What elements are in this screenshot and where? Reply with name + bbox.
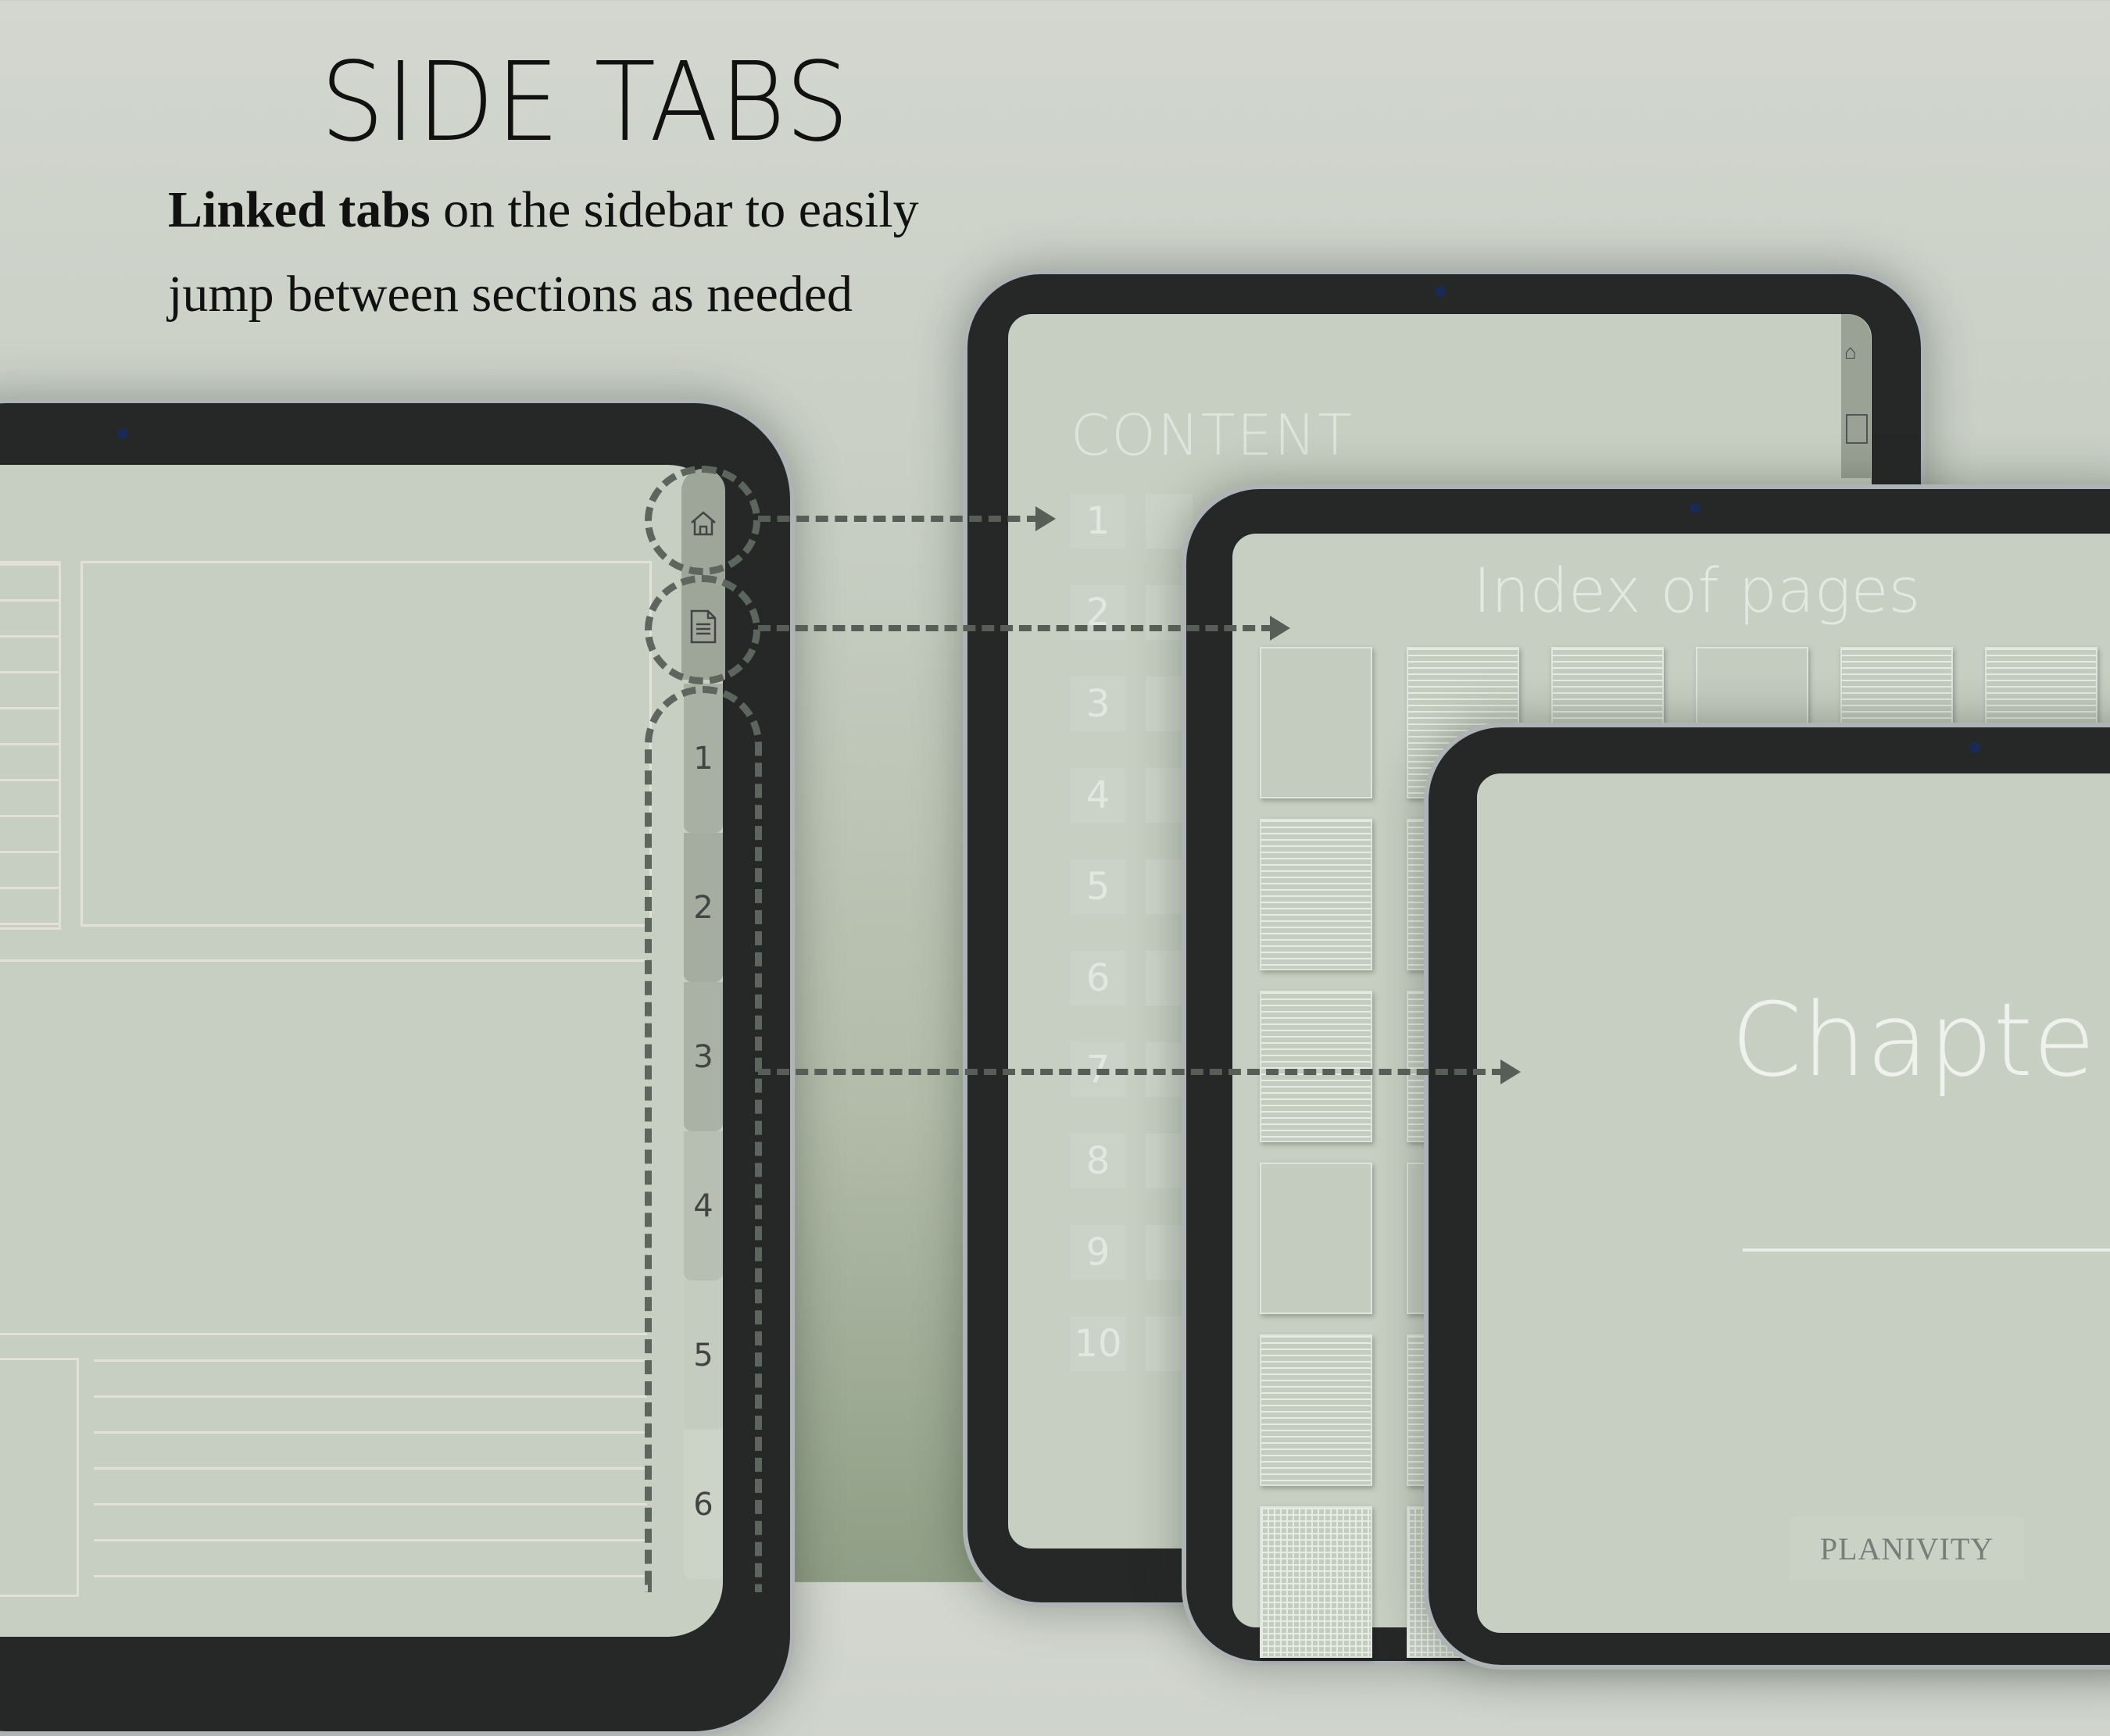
document-icon[interactable]: [1846, 414, 1868, 444]
page-template-thumbnail[interactable]: [1260, 1506, 1372, 1658]
content-item-number[interactable]: 1: [1071, 494, 1125, 548]
arrow-line: [758, 1069, 1504, 1075]
planner-box-small: [0, 1358, 79, 1597]
side-tab-2[interactable]: 2: [684, 833, 723, 982]
page-template-thumbnail[interactable]: [1260, 1163, 1372, 1314]
content-item-number[interactable]: 5: [1071, 859, 1125, 914]
arrowhead: [1035, 506, 1056, 531]
content-item-number[interactable]: 8: [1071, 1134, 1125, 1188]
chapter-title: Chapte: [1731, 981, 2096, 1099]
tablet-camera: [1435, 286, 1446, 297]
arrow-line: [758, 516, 1039, 522]
home-icon[interactable]: ⌂: [1844, 340, 1857, 363]
page-title: SIDE TABS: [320, 39, 851, 166]
home-tab-highlight: [645, 466, 760, 575]
page-template-thumbnail[interactable]: [1260, 991, 1372, 1142]
description: Linked tabs on the sidebar to easily jum…: [168, 168, 1067, 337]
description-line1: on the sidebar to easily: [430, 181, 919, 238]
tablet-camera: [1690, 502, 1701, 513]
arrowhead: [1500, 1059, 1521, 1084]
planner-box: [80, 561, 652, 927]
chapter-screen: [1477, 773, 2110, 1633]
content-item-number[interactable]: 2: [1071, 585, 1125, 640]
index-title: Index of pages: [1473, 556, 1921, 627]
planner-list-block: [0, 561, 61, 930]
content-item-number[interactable]: 6: [1071, 951, 1125, 1006]
divider: [0, 1333, 647, 1335]
side-tab-4[interactable]: 4: [684, 1131, 723, 1281]
planner-lines: [94, 1359, 647, 1594]
document-tab-highlight: [645, 575, 760, 684]
content-title: CONTENT: [1071, 402, 1354, 468]
content-sidebar[interactable]: [1841, 314, 1871, 478]
description-bold: Linked tabs: [168, 181, 431, 238]
tablet-camera: [1969, 742, 1980, 753]
content-item-number[interactable]: 4: [1071, 768, 1125, 823]
content-item-number[interactable]: 9: [1071, 1225, 1125, 1280]
brand-label: PLANIVITY: [1790, 1517, 2024, 1580]
page-template-thumbnail[interactable]: [1260, 1334, 1372, 1486]
side-tab-3[interactable]: 3: [684, 982, 723, 1131]
description-line2: jump between sections as needed: [168, 266, 853, 323]
arrowhead: [1270, 616, 1290, 641]
arrow-line: [758, 625, 1274, 631]
content-item-number[interactable]: 10: [1071, 1316, 1125, 1371]
divider: [0, 959, 647, 962]
page-template-thumbnail[interactable]: [1260, 647, 1372, 798]
content-item-number[interactable]: 3: [1071, 677, 1125, 731]
section-tabs-highlight: [645, 686, 762, 1592]
side-tab-5[interactable]: 5: [684, 1281, 723, 1430]
tablet-camera: [117, 428, 128, 439]
page-template-thumbnail[interactable]: [1260, 819, 1372, 970]
chapter-underline: [1743, 1248, 2110, 1252]
